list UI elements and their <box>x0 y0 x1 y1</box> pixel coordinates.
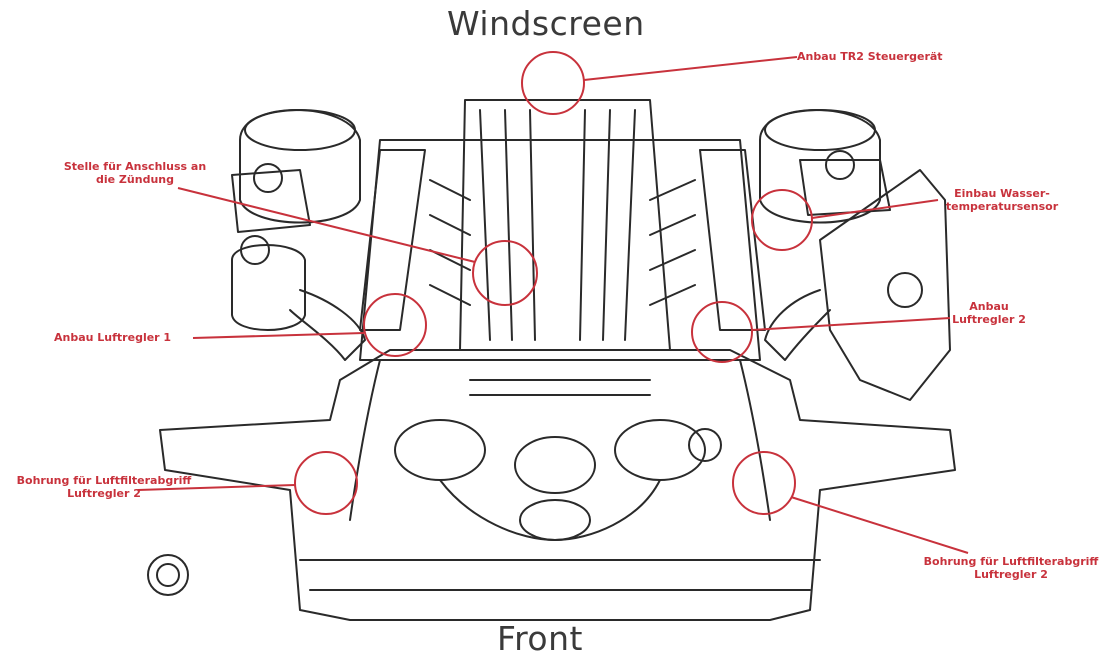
label-wassertemp: Einbau Wasser- temperatursensor <box>938 187 1066 213</box>
right-air-hose <box>764 289 831 361</box>
label-bohrung-left: Bohrung für Luftfilterabgriff Luftregler… <box>5 474 203 500</box>
cross-pipe <box>469 379 651 396</box>
left-bottle-cap <box>240 235 270 265</box>
label-luftregler2-line-1: Anbau <box>969 300 1009 313</box>
intake-runners <box>479 109 636 341</box>
label-bohrung-right-line-2: Luftregler 2 <box>974 568 1048 581</box>
alternator <box>394 419 486 481</box>
left-reservoir-cap <box>253 163 283 193</box>
left-reservoir <box>231 169 311 233</box>
label-luftregler1: Anbau Luftregler 1 <box>54 331 171 344</box>
label-zuendung-line-2: die Zündung <box>96 173 174 186</box>
marker-tr2 <box>521 51 585 115</box>
label-bohrung-right-line-1: Bohrung für Luftfilterabgriff <box>923 555 1099 568</box>
windscreen-heading: Windscreen <box>447 4 645 43</box>
drain-bolt-inner <box>156 563 180 587</box>
label-luftregler2-line-2: Luftregler 2 <box>952 313 1026 326</box>
label-zuendung: Stelle für Anschluss an die Zündung <box>55 160 215 186</box>
right-runners <box>649 179 696 306</box>
marker-bohrung-left <box>294 451 358 515</box>
left-runners <box>429 179 471 306</box>
leader-tr2 <box>583 56 798 81</box>
left-bottle <box>231 244 306 331</box>
label-tr2: Anbau TR2 Steuergerät <box>797 50 943 63</box>
label-tr2-line-1: Anbau TR2 Steuergerät <box>797 50 943 63</box>
front-crossmember <box>299 559 821 591</box>
leader-wassertemp <box>811 199 939 219</box>
front-heading: Front <box>497 619 583 658</box>
right-strut-tower <box>759 109 881 224</box>
label-luftregler2: Anbau Luftregler 2 <box>950 300 1028 326</box>
leader-bohrung-right <box>790 496 969 554</box>
leader-zuendung <box>177 187 476 263</box>
marker-luftregler1 <box>363 293 427 357</box>
label-wassertemp-line-2: temperatursensor <box>945 200 1059 213</box>
left-head <box>359 149 426 331</box>
leader-bohrung-left <box>137 484 296 491</box>
label-luftregler1-line-1: Anbau Luftregler 1 <box>54 331 172 344</box>
left-strut-top <box>244 109 356 151</box>
marker-zuendung <box>472 240 538 306</box>
oil-filler-cap <box>688 428 722 462</box>
right-reservoir <box>799 159 891 216</box>
ac-compressor <box>614 419 706 481</box>
label-bohrung-left-line-1: Bohrung für Luftfilterabgriff <box>16 474 192 487</box>
label-bohrung-right: Bohrung für Luftfilterabgriff Luftregler… <box>912 555 1110 581</box>
right-reservoir-cap <box>825 150 855 180</box>
marker-bohrung-right <box>732 451 796 515</box>
crank-pulley <box>519 499 591 541</box>
marker-luftregler2 <box>691 301 753 363</box>
intake-plenum <box>459 99 671 351</box>
drain-bolt-outer <box>147 554 189 596</box>
water-pump-pulley <box>514 436 596 494</box>
right-strut-top <box>764 109 876 151</box>
left-air-hose <box>289 289 366 361</box>
right-expansion-tank <box>819 169 951 401</box>
pipe-run-right <box>739 359 771 521</box>
label-zuendung-line-1: Stelle für Anschluss an <box>63 160 207 173</box>
marker-wassertemp <box>751 189 813 251</box>
left-strut-tower <box>239 109 361 224</box>
label-wassertemp-line-1: Einbau Wasser- <box>954 187 1050 200</box>
leader-luftregler1 <box>192 332 365 339</box>
engine-block <box>359 139 761 361</box>
label-bohrung-left-line-2: Luftregler 2 <box>67 487 141 500</box>
belt <box>439 479 661 541</box>
right-tank-cap <box>887 272 923 308</box>
leader-luftregler2 <box>751 317 951 331</box>
